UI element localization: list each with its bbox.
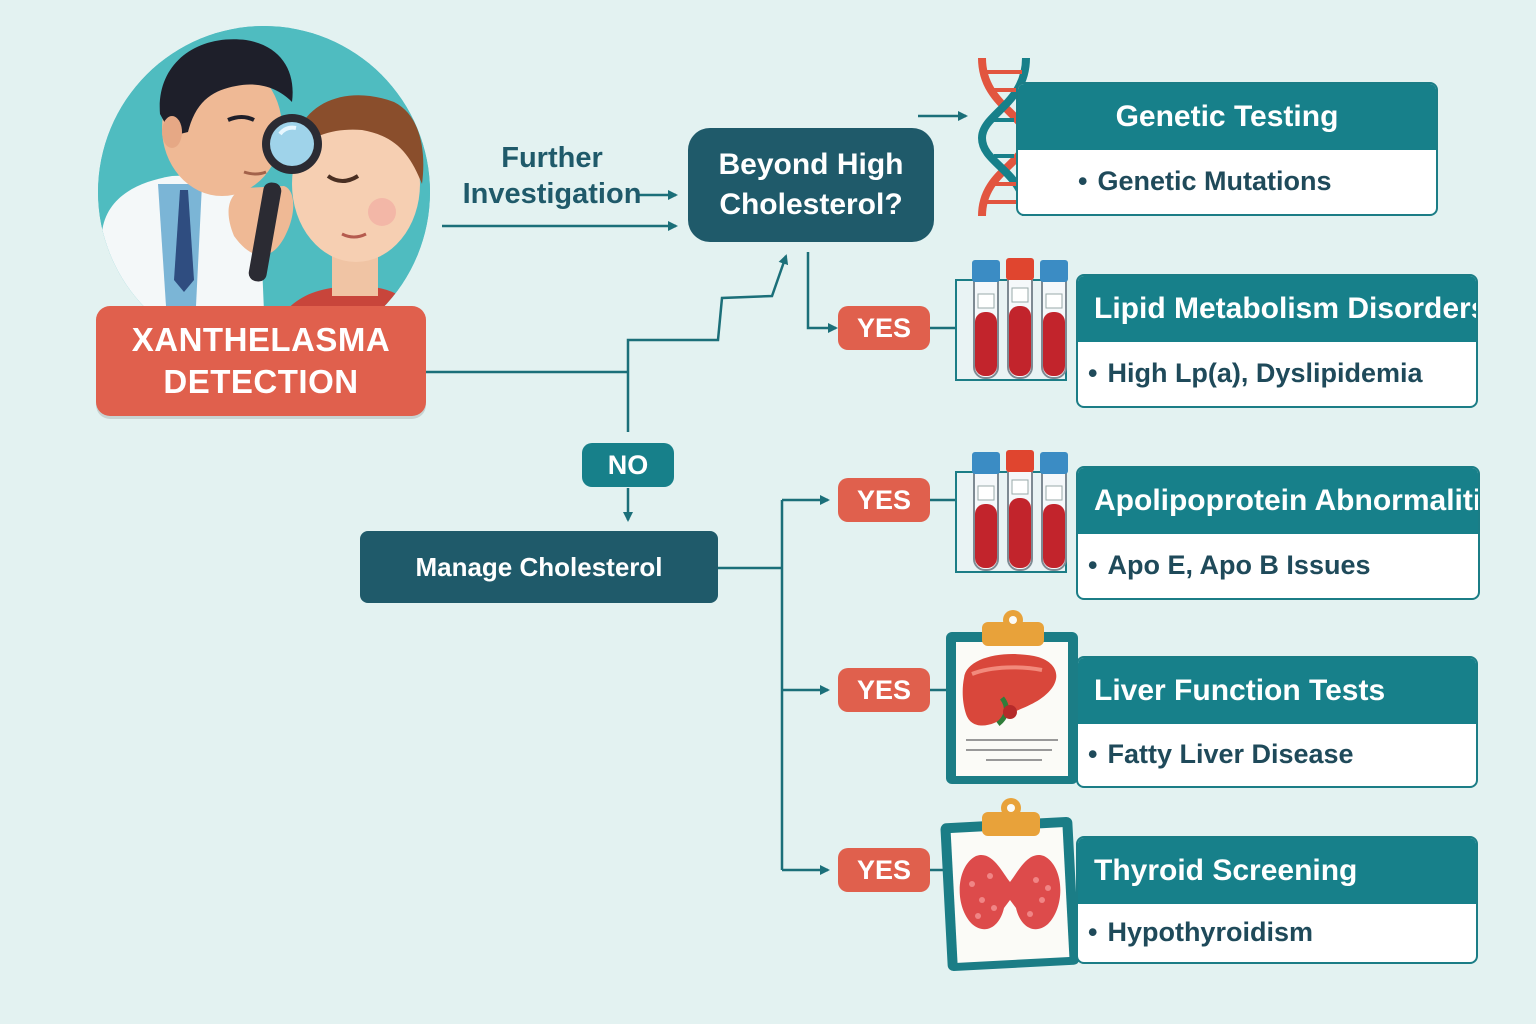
- bullet-icon: •: [1078, 165, 1088, 196]
- liver-function-title: Liver Function Tests: [1078, 658, 1476, 724]
- apolipoprotein-card: Apolipoprotein Abnormalities • Apo E, Apo…: [1076, 466, 1480, 600]
- thyroid-screening-card: Thyroid Screening • Hypothyroidism: [1076, 836, 1478, 964]
- lipid-metabolism-title: Lipid Metabolism Disorders: [1078, 276, 1476, 342]
- bullet-icon: •: [1088, 549, 1098, 580]
- manage-cholesterol-box: Manage Cholesterol: [360, 531, 718, 603]
- yes-badge-liver: YES: [838, 668, 930, 712]
- genetic-testing-card: Genetic Testing • Genetic Mutations: [1016, 82, 1438, 216]
- lipid-detail-text: High Lp(a), Dyslipidemia: [1107, 357, 1423, 388]
- blood-tubes-icon: [955, 258, 1068, 381]
- detection-line2: DETECTION: [163, 363, 359, 400]
- liver-function-detail: • Fatty Liver Disease: [1078, 724, 1476, 784]
- beyond-high-cholesterol-decision: Beyond High Cholesterol?: [688, 128, 934, 242]
- genetic-testing-detail: • Genetic Mutations: [1018, 150, 1436, 212]
- apolipoprotein-title: Apolipoprotein Abnormalities: [1078, 468, 1478, 534]
- decision-line2: Cholesterol?: [719, 188, 903, 221]
- genetic-mutations-text: Genetic Mutations: [1097, 165, 1332, 196]
- bullet-icon: •: [1088, 738, 1098, 769]
- bullet-icon: •: [1088, 916, 1098, 947]
- thyroid-screening-title: Thyroid Screening: [1078, 838, 1476, 904]
- decision-yes-loop: [806, 252, 838, 333]
- thyroid-detail-text: Hypothyroidism: [1107, 916, 1313, 947]
- detection-line1: XANTHELASMA: [131, 321, 391, 358]
- lipid-metabolism-detail: • High Lp(a), Dyslipidemia: [1078, 342, 1476, 404]
- junction-to-decision: [626, 254, 789, 432]
- liver-detail-text: Fatty Liver Disease: [1107, 738, 1354, 769]
- apolipoprotein-detail: • Apo E, Apo B Issues: [1078, 534, 1478, 596]
- liver-function-card: Liver Function Tests • Fatty Liver Diseas…: [1076, 656, 1478, 788]
- apo-detail-text: Apo E, Apo B Issues: [1107, 549, 1371, 580]
- yes-badge-apo: YES: [838, 478, 930, 522]
- decision-line1: Beyond High: [718, 148, 904, 181]
- thyroid-screening-detail: • Hypothyroidism: [1078, 904, 1476, 960]
- liver-clipboard-icon: [946, 610, 1078, 784]
- further-investigation-label: Further Investigation: [452, 140, 652, 212]
- bullet-icon: •: [1088, 357, 1098, 388]
- lipid-metabolism-card: Lipid Metabolism Disorders • High Lp(a), …: [1076, 274, 1478, 408]
- yes-badge-lipid: YES: [838, 306, 930, 350]
- thyroid-clipboard-icon: [940, 798, 1080, 972]
- blood-tubes-icon: [955, 450, 1068, 573]
- yes-badge-thyroid: YES: [838, 848, 930, 892]
- genetic-testing-title: Genetic Testing: [1018, 84, 1436, 150]
- xanthelasma-detection-box: XANTHELASMA DETECTION: [96, 306, 426, 416]
- further-line1: Further: [501, 142, 603, 174]
- further-line2: Investigation: [462, 178, 642, 210]
- no-badge: NO: [582, 443, 674, 487]
- doctor-examining-patient-illustration: [98, 26, 430, 358]
